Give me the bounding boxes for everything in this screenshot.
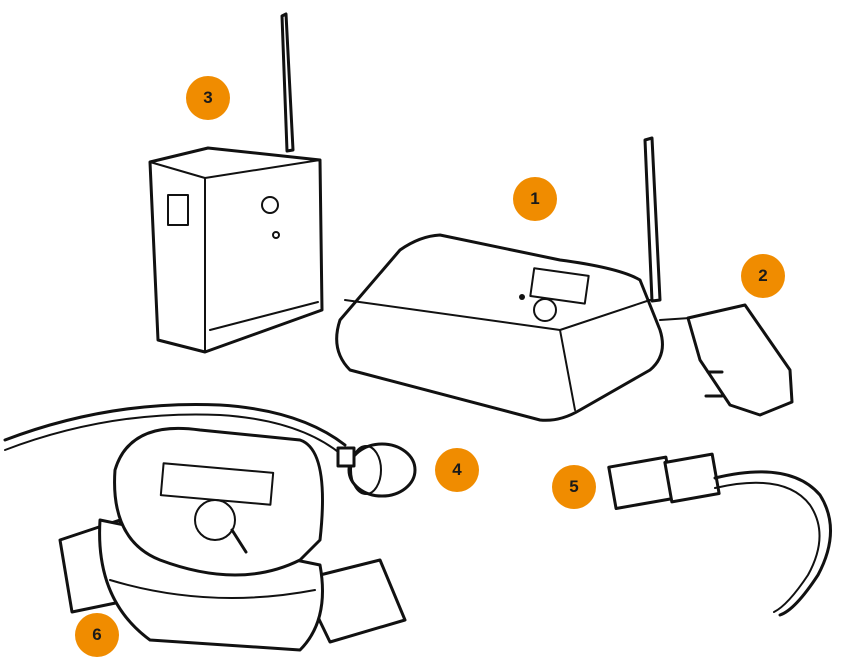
badge-3-number: 3 [203, 88, 212, 108]
badge-4: 4 [435, 448, 479, 492]
badge-2-number: 2 [758, 266, 767, 286]
network-cable-icon [609, 454, 831, 615]
badge-4-number: 4 [452, 460, 461, 480]
badge-6: 6 [75, 613, 119, 657]
badge-1-number: 1 [530, 189, 539, 209]
badge-5: 5 [552, 465, 596, 509]
badge-2: 2 [741, 254, 785, 298]
wireless-repeater-icon [150, 14, 322, 352]
badge-5-number: 5 [569, 477, 578, 497]
badge-6-number: 6 [92, 625, 101, 645]
badge-1: 1 [513, 177, 557, 221]
badge-3: 3 [186, 76, 230, 120]
power-adapter-icon [660, 305, 792, 415]
base-station-icon [337, 138, 663, 420]
